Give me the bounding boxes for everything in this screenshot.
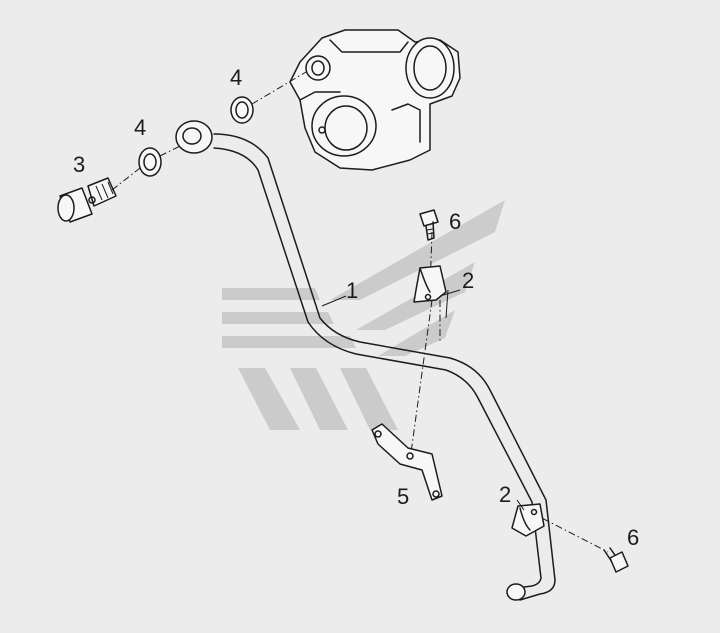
- callout-4-lower: 4: [134, 115, 147, 140]
- bolt-upper: [419, 209, 439, 241]
- bracket: [371, 423, 443, 501]
- watermark-logo: [222, 200, 505, 430]
- housing: [289, 29, 461, 171]
- washer-lower: [138, 147, 162, 177]
- callout-4-upper: 4: [230, 65, 243, 90]
- clip-upper: [413, 265, 447, 303]
- clip-lower: [511, 503, 545, 537]
- callout-2-upper: 2: [462, 268, 475, 293]
- bolt-lower: [603, 547, 629, 573]
- oil-tube: [175, 120, 556, 601]
- banjo-bolt: [57, 177, 117, 223]
- washer-upper: [230, 96, 254, 124]
- callout-3: 3: [73, 152, 86, 177]
- callout-5: 5: [397, 484, 410, 509]
- callout-1: 1: [346, 278, 359, 303]
- callout-6-lower: 6: [627, 525, 640, 550]
- leader-lines: [321, 289, 525, 511]
- callout-6-upper: 6: [449, 209, 462, 234]
- callout-2-lower: 2: [499, 482, 512, 507]
